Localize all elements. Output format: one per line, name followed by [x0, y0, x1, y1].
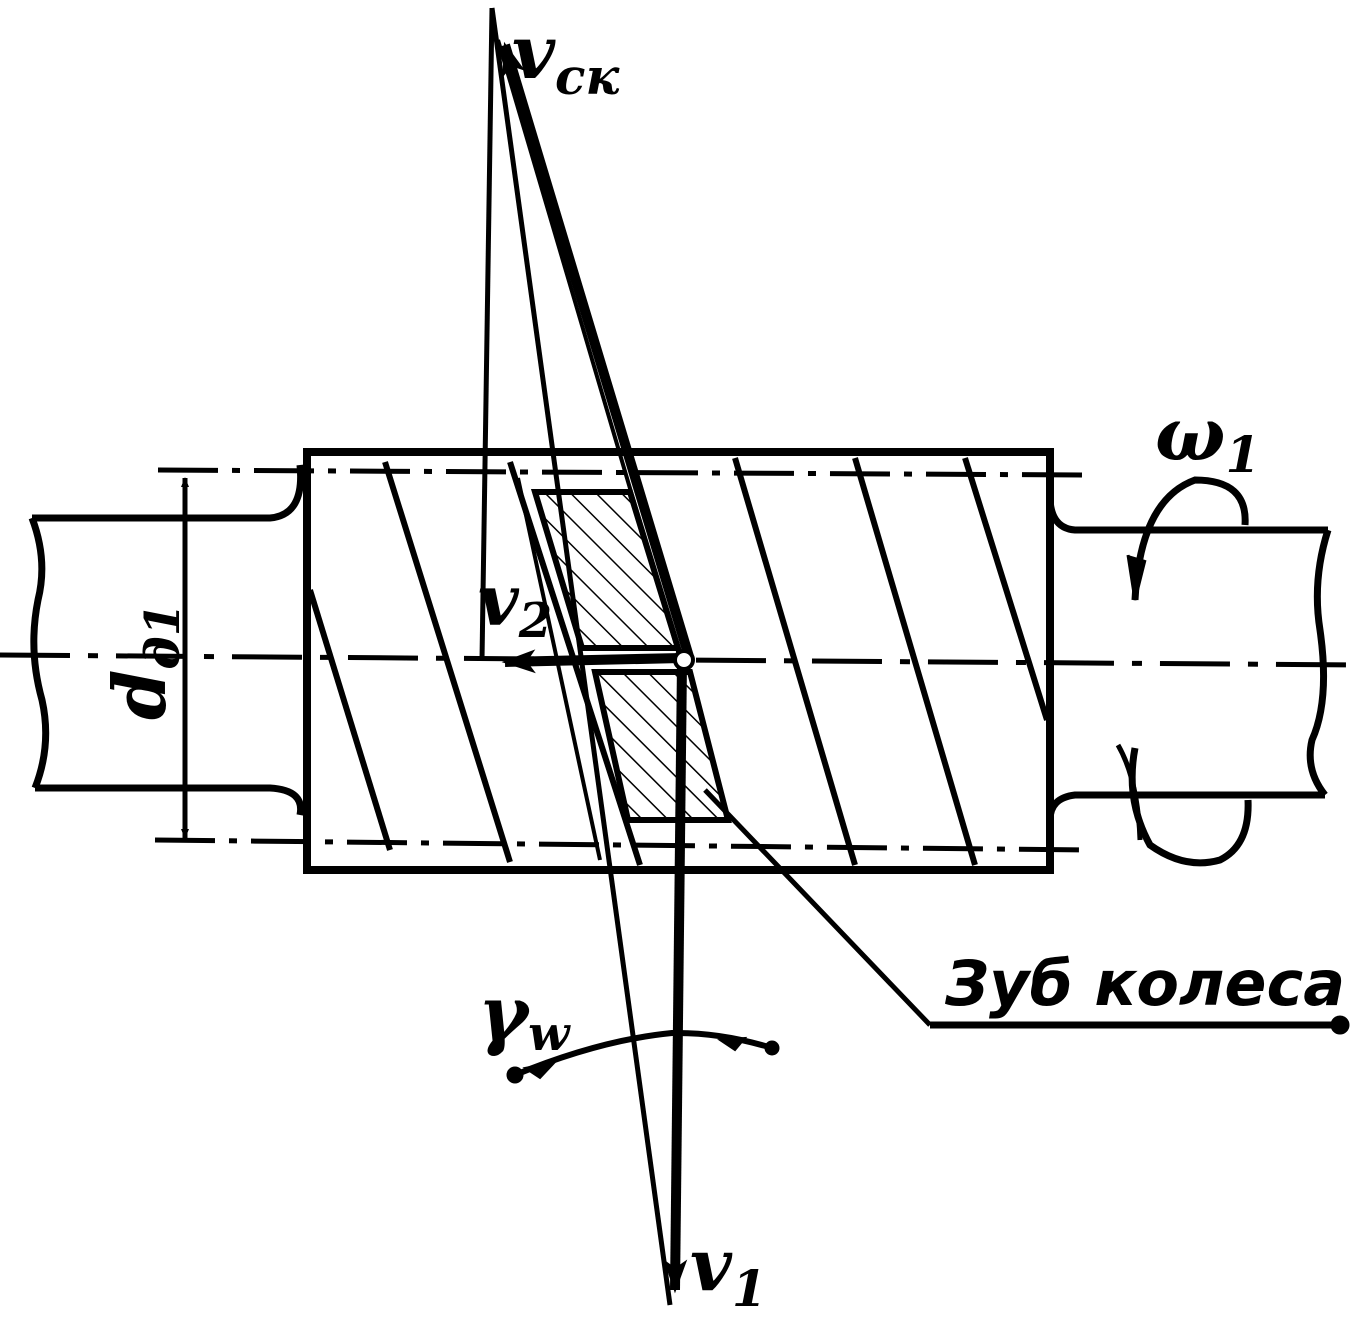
rotation-arrow: [1115, 476, 1252, 867]
pitch-cylinder-lines: [154, 467, 1086, 853]
d-label: dд1: [97, 603, 191, 720]
tooth-label: Зуб колеса: [944, 947, 1345, 1020]
velocity-triangle: [479, 7, 695, 1306]
v-sk-label: vск: [512, 10, 620, 106]
worm-shaft-right: [1046, 489, 1332, 821]
worm-shaft-left: [28, 464, 305, 816]
lead-angle-arc: [506, 1029, 780, 1084]
v2-label: v2: [478, 559, 552, 649]
gamma-label: γw: [478, 969, 571, 1062]
v1-label: v1: [690, 1222, 767, 1318]
omega-label: ω1: [1155, 392, 1260, 484]
tooth-leader-line: [703, 788, 1350, 1035]
wheel-tooth: [516, 477, 732, 861]
worm-axis-line: [0, 652, 1360, 668]
pitch-point: [673, 649, 695, 671]
